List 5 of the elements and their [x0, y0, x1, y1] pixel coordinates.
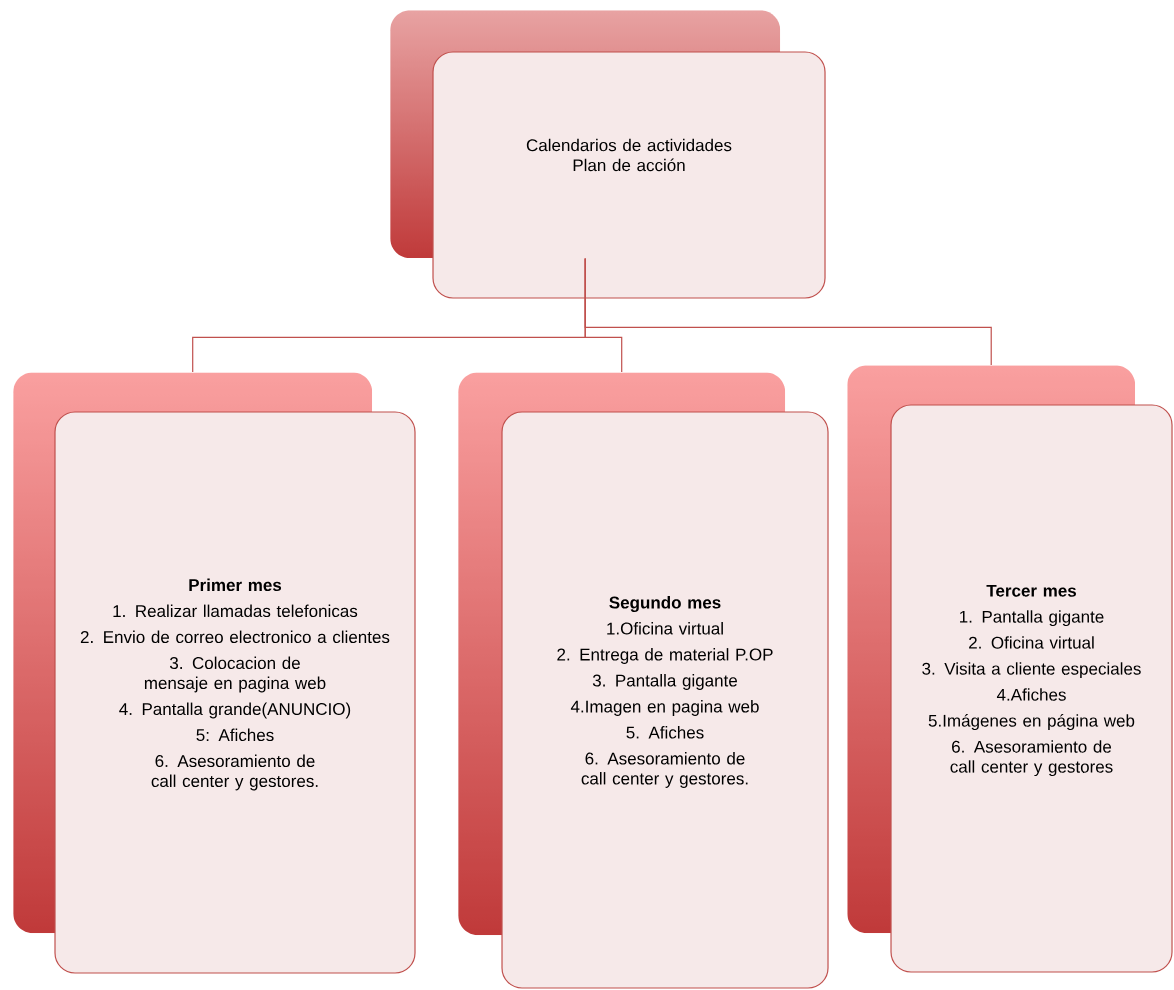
plan-box: Calendarios de actividades Plan de acción [432, 51, 826, 299]
month-card: Tercer mes 1. Pantalla gigante 2. Oficina virtual 3. Visita a cliente especiales 4.Afiches 5.Imágenes en página web 6. Asesoramiento de call center y gestores [890, 404, 1173, 973]
connector-line [584, 257, 992, 366]
month-card: Primer mes 1. Realizar llamadas telefonicas 2. Envio de correo electronico a clientes 3. Colocacion de mensaje en pagina web 4. Pantalla grande(ANUNCIO) 5: Afiches 6. Asesoramiento de call center y gestores. [54, 411, 416, 974]
month-card: Segundo mes 1.Oficina virtual 2. Entrega de material P.OP 3. Pantalla gigante 4.Imagen en pagina web 5. Afiches 6. Asesoramiento de call center y gestores. [501, 411, 829, 989]
